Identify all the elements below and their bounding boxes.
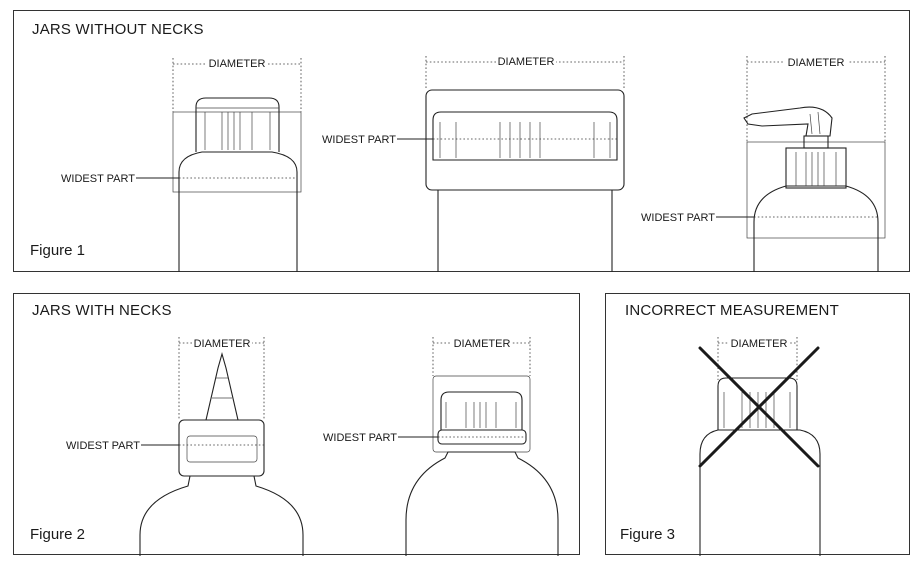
widest-part-label: WIDEST PART xyxy=(61,173,135,185)
panel2-title: JARS WITH NECKS xyxy=(32,302,172,319)
diameter-label: DIAMETER xyxy=(194,338,251,350)
figure1-jar-round-cap xyxy=(136,58,302,272)
widest-part-label: WIDEST PART xyxy=(641,212,715,224)
widest-part-label: WIDEST PART xyxy=(322,134,396,146)
diameter-label: DIAMETER xyxy=(454,338,511,350)
panel1-title: JARS WITHOUT NECKS xyxy=(32,21,204,38)
diameter-label: DIAMETER xyxy=(498,56,555,68)
figure1-jar-wide-lid xyxy=(397,56,625,272)
diameter-label: DIAMETER xyxy=(209,58,266,70)
figure2-jar-nozzle xyxy=(139,337,304,556)
figure-1-label: Figure 1 xyxy=(30,242,86,259)
panel-jars-without-necks xyxy=(13,10,910,272)
widest-part-label: WIDEST PART xyxy=(323,432,397,444)
panel3-title: INCORRECT MEASUREMENT xyxy=(625,302,839,319)
figure-3-label: Figure 3 xyxy=(620,526,676,543)
diameter-label: DIAMETER xyxy=(788,57,845,69)
figure1-jar-pump xyxy=(716,56,886,272)
diameter-label: DIAMETER xyxy=(731,338,788,350)
figure3-jar-incorrect xyxy=(698,337,821,556)
figure2-jar-ribbed-cap xyxy=(398,337,559,556)
labels: DIAMETER DIAMETER DIAMETER DIAMETER DIAM… xyxy=(61,54,848,452)
figure-2-label: Figure 2 xyxy=(30,526,86,543)
widest-part-label: WIDEST PART xyxy=(66,440,140,452)
